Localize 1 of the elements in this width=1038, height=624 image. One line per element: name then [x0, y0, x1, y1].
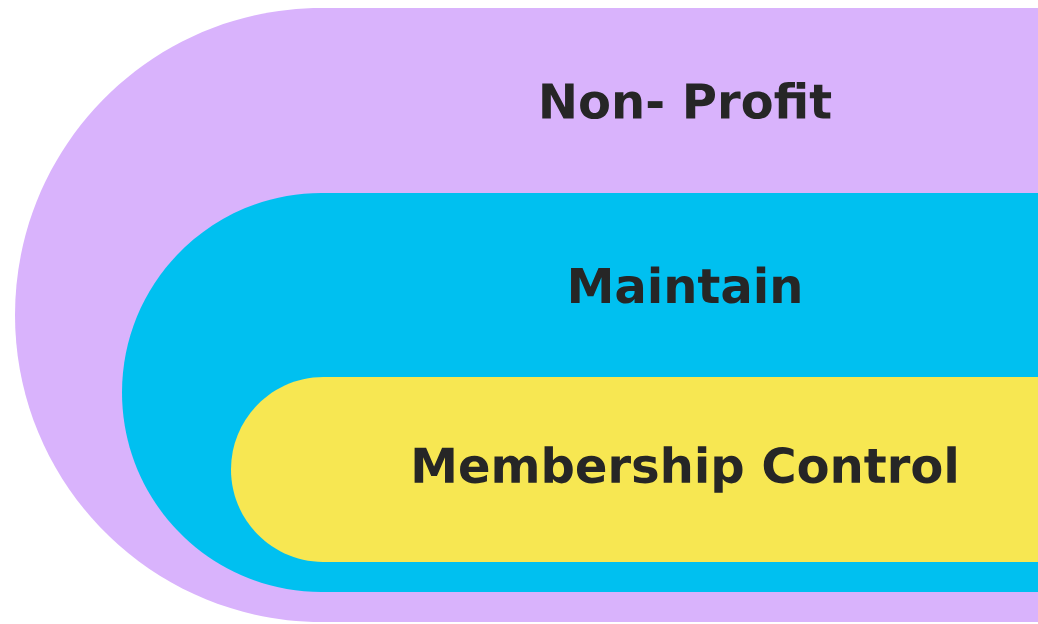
band: Membership Control: [231, 377, 1038, 562]
